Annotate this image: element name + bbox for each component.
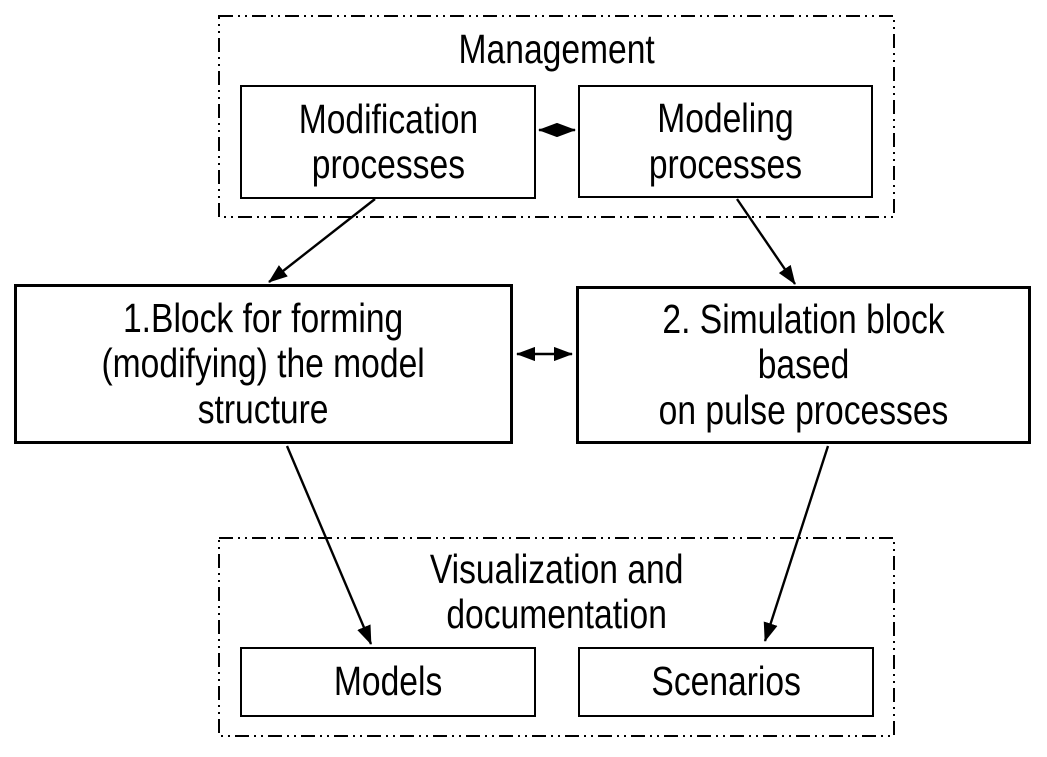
node-scenarios-label: Scenarios — [651, 658, 801, 705]
visualization-title-text: Visualization and documentation — [429, 546, 684, 638]
visualization-container-border — [218, 537, 895, 737]
node-block2-simulation-label: 2. Simulation block based on pulse proce… — [658, 296, 949, 433]
management-title-text: Management — [458, 26, 655, 72]
arrow-modification-to-block1 — [268, 198, 376, 283]
node-block1-forming-label: 1.Block for forming (modifying) the mode… — [101, 295, 426, 432]
node-models-label: Models — [333, 658, 443, 705]
node-scenarios: Scenarios — [578, 647, 874, 717]
node-modeling-processes-label: Modeling processes — [648, 95, 803, 187]
arrow-block2-to-scenarios — [763, 445, 830, 642]
node-models: Models — [240, 647, 536, 717]
node-modeling-processes: Modeling processes — [578, 85, 873, 198]
visualization-container-title: Visualization and documentation — [219, 546, 894, 638]
arrow-modeling-to-block2 — [736, 198, 796, 285]
node-modification-processes: Modification processes — [240, 85, 536, 199]
node-block1-forming: 1.Block for forming (modifying) the mode… — [14, 284, 513, 444]
management-container-border — [218, 15, 895, 218]
management-container-title: Management — [219, 26, 894, 72]
node-block2-simulation: 2. Simulation block based on pulse proce… — [576, 286, 1031, 444]
node-modification-processes-label: Modification processes — [298, 95, 478, 187]
arrow-block1-to-models — [285, 445, 373, 645]
